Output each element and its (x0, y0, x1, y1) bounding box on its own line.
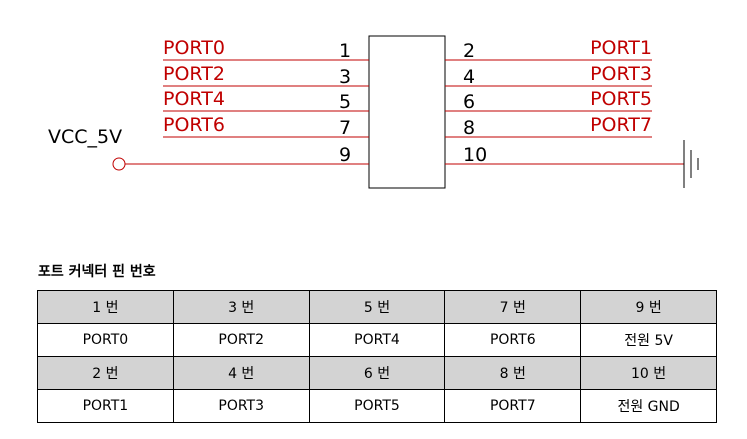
connector-schematic: PORT0 PORT2 PORT4 PORT6 PORT1 PORT3 PORT… (48, 35, 699, 189)
pin-number: 2 (463, 40, 475, 62)
pin-number: 6 (463, 91, 475, 113)
table-cell: PORT6 (444, 323, 582, 357)
pin-number: 7 (339, 117, 351, 139)
table-title: 포트 커넥터 핀 번호 (38, 264, 156, 280)
table-cell: 전원 GND (580, 389, 717, 423)
pin-number: 1 (339, 40, 351, 62)
table-cell: 7 번 (444, 290, 582, 324)
table-row: PORT1 PORT3 PORT5 PORT7 전원 GND (37, 389, 717, 423)
table-cell: 전원 5V (580, 323, 717, 357)
table-cell: PORT2 (172, 323, 310, 357)
table-cell: 2 번 (37, 356, 174, 390)
left-port-label: PORT4 (163, 88, 225, 110)
right-port-label: PORT5 (590, 88, 652, 110)
table-cell: PORT1 (37, 389, 174, 423)
table-cell: PORT4 (308, 323, 446, 357)
table-cell: 10 번 (580, 356, 717, 390)
ground-icon (683, 140, 699, 188)
pin-number: 10 (463, 144, 487, 166)
table-row: 1 번 3 번 5 번 7 번 9 번 (37, 290, 717, 324)
right-port-label: PORT1 (590, 37, 652, 59)
right-port-label: PORT3 (590, 63, 652, 85)
pin-number: 4 (463, 66, 475, 88)
table-cell: 8 번 (444, 356, 582, 390)
table-cell: PORT7 (444, 389, 582, 423)
pin-number: 9 (339, 144, 351, 166)
left-port-label: PORT2 (163, 63, 225, 85)
table-cell: 9 번 (580, 290, 717, 324)
table-cell: PORT0 (37, 323, 174, 357)
table-cell: 3 번 (172, 290, 310, 324)
table-row: PORT0 PORT2 PORT4 PORT6 전원 5V (37, 323, 717, 357)
table-cell: PORT5 (308, 389, 446, 423)
table-cell: 4 번 (172, 356, 310, 390)
pin-number: 3 (339, 66, 351, 88)
left-port-label: PORT6 (163, 114, 225, 136)
vcc-label: VCC_5V (48, 126, 122, 148)
table-cell: 5 번 (308, 290, 446, 324)
vcc-terminal (112, 157, 126, 171)
connector-body (368, 35, 446, 189)
table-cell: 6 번 (308, 356, 446, 390)
table-cell: PORT3 (172, 389, 310, 423)
right-port-label: PORT7 (590, 114, 652, 136)
pin-table: 1 번 3 번 5 번 7 번 9 번 PORT0 PORT2 PORT4 PO… (37, 290, 717, 423)
pin-number: 8 (463, 117, 475, 139)
table-cell: 1 번 (37, 290, 174, 324)
left-port-label: PORT0 (163, 37, 225, 59)
table-row: 2 번 4 번 6 번 8 번 10 번 (37, 356, 717, 390)
pin-number: 5 (339, 91, 351, 113)
